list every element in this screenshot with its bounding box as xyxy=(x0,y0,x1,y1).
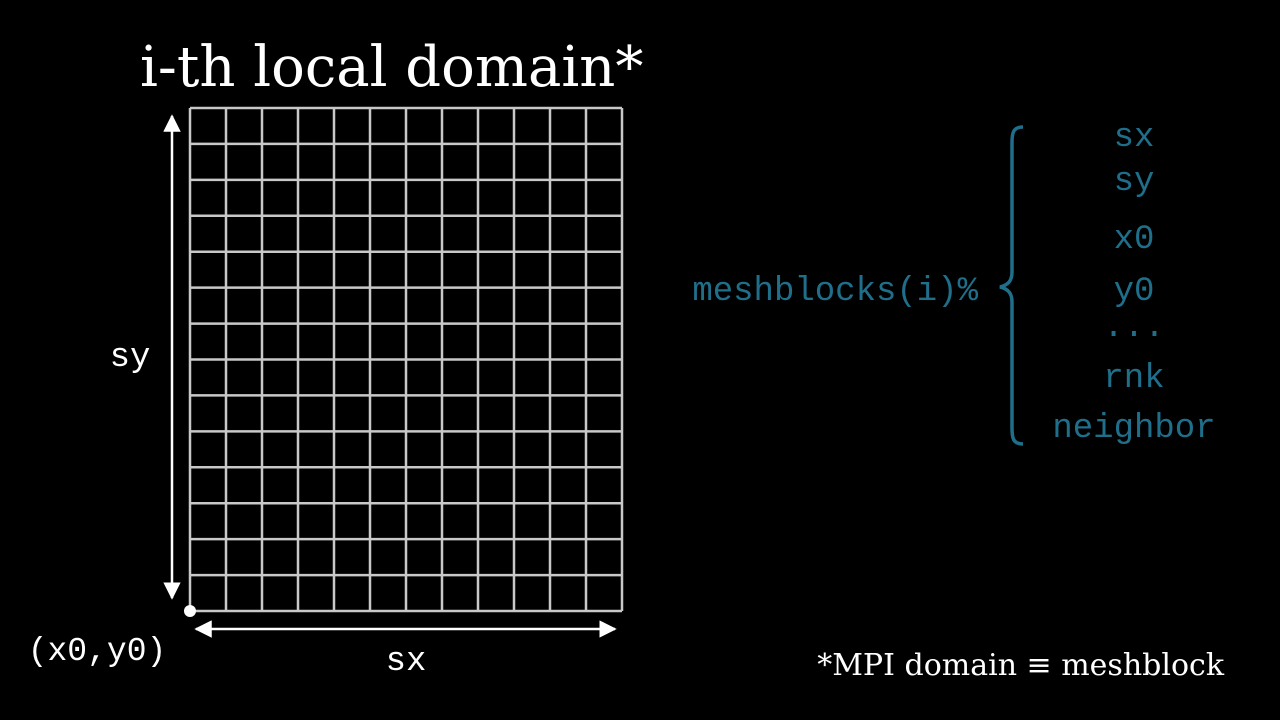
member-neighbor: neighbor xyxy=(1052,410,1215,448)
sy-label: sy xyxy=(110,339,151,377)
member-brace xyxy=(999,125,1024,446)
mesh-grid xyxy=(188,106,624,613)
member-sy: sy xyxy=(1114,163,1155,201)
member-sx: sx xyxy=(1114,119,1155,157)
sx-label: sx xyxy=(386,643,427,681)
origin-point xyxy=(184,605,196,617)
struct-members: sx sy x0 y0 ... rnk neighbor xyxy=(1052,119,1215,448)
member-rnk: rnk xyxy=(1103,360,1164,398)
member-y0: y0 xyxy=(1114,273,1155,311)
member-ellipsis: ... xyxy=(1103,309,1164,347)
page-title: i-th local domain* xyxy=(140,35,643,100)
member-x0: x0 xyxy=(1114,221,1155,259)
origin-label: (x0,y0) xyxy=(28,633,167,670)
footnote: *MPI domain ≡ meshblock xyxy=(817,648,1225,683)
meshblocks-prefix: meshblocks(i)% xyxy=(692,273,978,311)
